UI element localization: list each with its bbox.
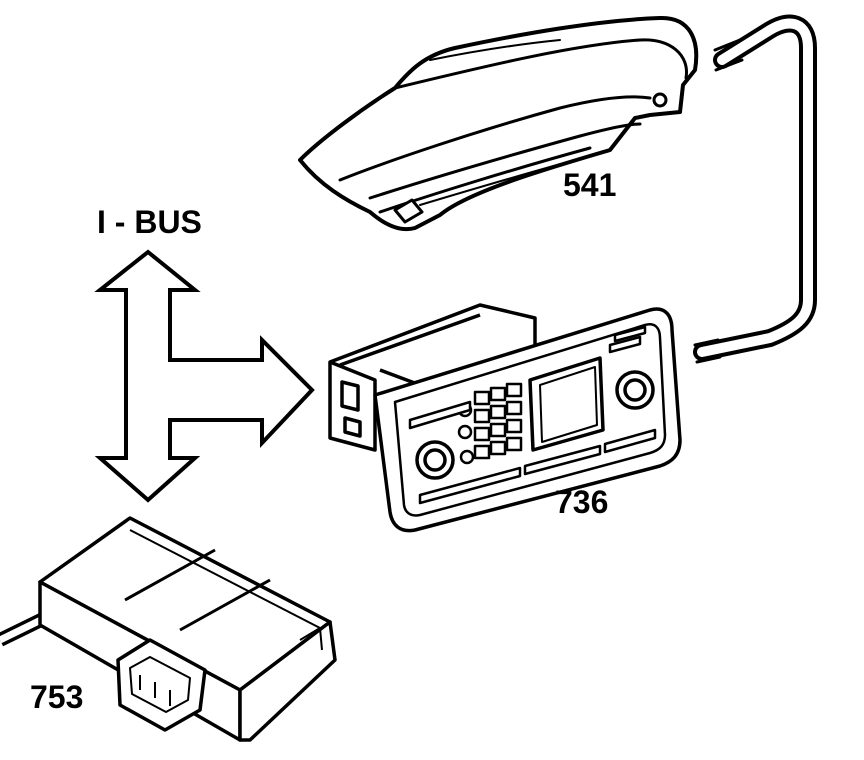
- bus-arrows: [94, 249, 315, 503]
- control-module-753: [0, 516, 337, 742]
- control-module-number: 753: [30, 679, 83, 715]
- radio-unit-number: 736: [555, 484, 608, 520]
- display-unit-number: 541: [563, 167, 616, 203]
- connecting-cable: [693, 14, 817, 364]
- ibus-label: I - BUS: [97, 204, 202, 240]
- radio-unit-736: [328, 303, 682, 533]
- display-unit-541: [298, 15, 699, 232]
